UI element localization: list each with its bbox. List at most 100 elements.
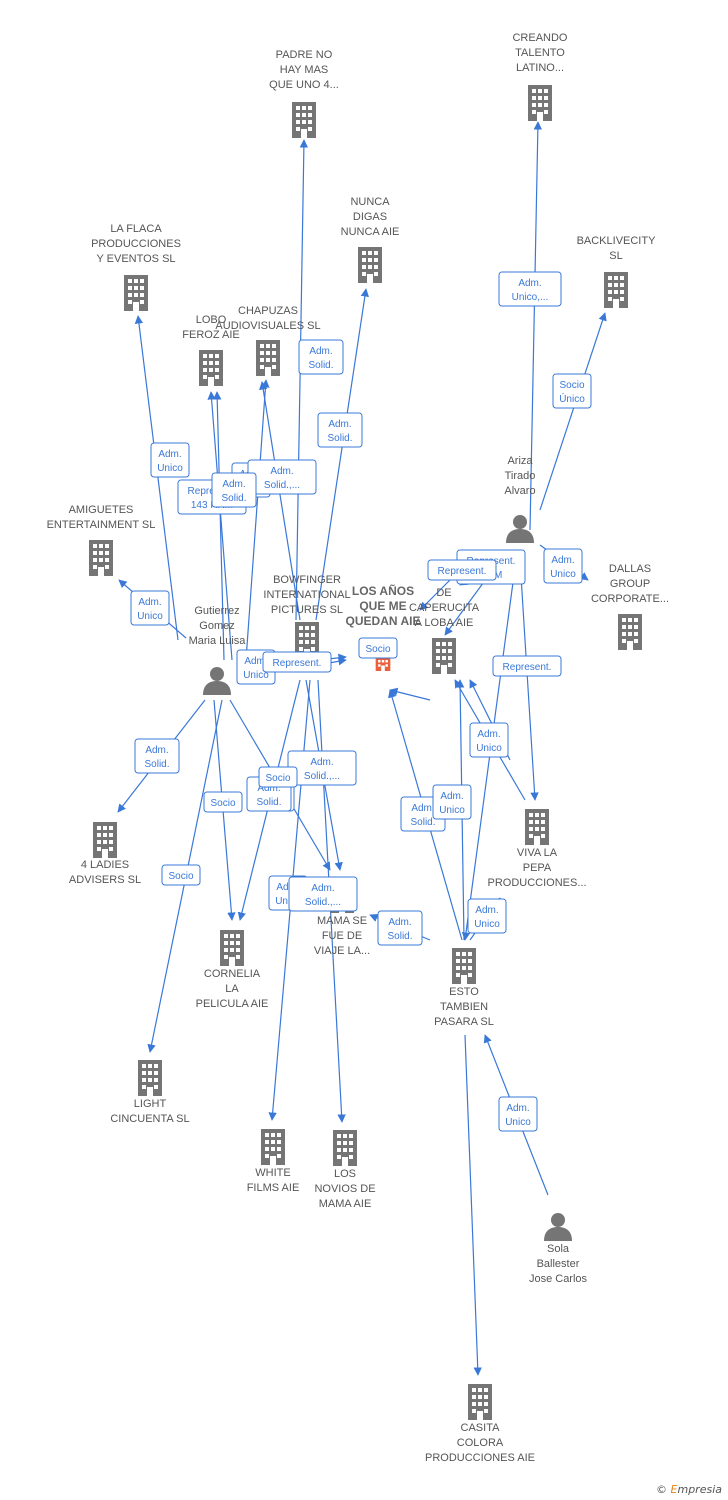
edge-label[interactable]: Adm.Solid. <box>211 472 257 508</box>
edge-label-box <box>298 339 344 375</box>
edge-label-box <box>432 784 472 820</box>
edge-label-text: Adm.Solid. <box>327 419 352 444</box>
edge-label-box <box>358 637 398 659</box>
edge-label-text: Socio <box>168 871 193 882</box>
edge-label-box <box>377 910 423 946</box>
edge-label-text: Adm.Solid. <box>308 346 333 371</box>
edge-label-text: Represent. <box>438 566 487 577</box>
edge-label[interactable]: Adm.Unico <box>432 784 472 820</box>
building-icon <box>261 1129 285 1165</box>
edge-label[interactable]: Represent. <box>262 651 332 673</box>
edge-label-text: Adm.Solid. <box>256 783 281 808</box>
edge-label[interactable]: Adm.Unico <box>469 722 509 758</box>
edge-label[interactable]: Socio <box>203 791 243 813</box>
relationship-edge <box>539 312 607 511</box>
edge-label[interactable]: Socio <box>358 637 398 659</box>
building-icon <box>525 809 549 845</box>
building-icon <box>292 102 316 138</box>
edge-label[interactable]: Adm.Unico,... <box>498 271 562 307</box>
edge-label-text: Adm.Solid. <box>387 917 412 942</box>
edge-label[interactable]: Represent. <box>492 655 562 677</box>
relationship-edge <box>519 559 539 801</box>
edge-label[interactable]: Adm.Solid.,... <box>247 459 317 495</box>
edge-label[interactable]: Adm.Solid. <box>134 738 180 774</box>
edge-label-text: Adm.Unico <box>243 656 269 681</box>
edge-label[interactable]: Socio <box>258 766 298 788</box>
edge-label[interactable]: Adm.Unico <box>150 442 190 478</box>
edge-label[interactable]: Adm.Unico <box>543 548 583 584</box>
edge-label-text: Adm.Unico,... <box>512 278 549 303</box>
edge-label-text: Adm.Solid.,... <box>305 883 341 908</box>
edge-label[interactable]: Adm.Solid.,... <box>287 750 357 786</box>
edge-label-box <box>317 412 363 448</box>
building-icon <box>333 1130 357 1166</box>
edge-label[interactable]: Adm.Unico <box>467 898 507 934</box>
copyright-symbol: © <box>656 1483 668 1496</box>
edge-label-box <box>262 651 332 673</box>
edge-label-box <box>288 876 358 912</box>
building-icon <box>604 272 628 308</box>
edge-label-text: Adm.Unico <box>550 555 576 580</box>
edge-label[interactable]: Adm.Solid.,... <box>288 876 358 912</box>
edge-label[interactable]: Adm.Solid. <box>298 339 344 375</box>
edge-label-text: Adm.Unico <box>137 597 163 622</box>
edge-label[interactable]: Adm.Solid. <box>377 910 423 946</box>
relationship-edge <box>245 379 270 661</box>
building-icon <box>256 340 280 376</box>
edge-label[interactable]: Represent. <box>427 559 497 581</box>
edge-label[interactable]: Adm.Solid. <box>317 412 363 448</box>
edge-label-box <box>211 472 257 508</box>
edge-label-text: Represent. <box>273 658 322 669</box>
edge-label[interactable]: Socio <box>161 864 201 886</box>
edge-label-text: Adm.Unico <box>275 882 301 907</box>
building-icon <box>432 638 456 674</box>
edge-label-box <box>130 590 170 626</box>
edge-label-text: Adm.Solid.,... <box>264 466 300 491</box>
brand-logo: Empresia <box>670 1483 722 1496</box>
edge-label[interactable]: Adm.Unico <box>130 590 170 626</box>
edge-label-box <box>543 548 583 584</box>
footer-brand[interactable]: © Empresia <box>656 1483 722 1496</box>
edge-label-text: Adm.Solid.,... <box>304 757 340 782</box>
edge-label[interactable]: Adm.Unico <box>498 1096 538 1132</box>
edge-label-box <box>134 738 180 774</box>
